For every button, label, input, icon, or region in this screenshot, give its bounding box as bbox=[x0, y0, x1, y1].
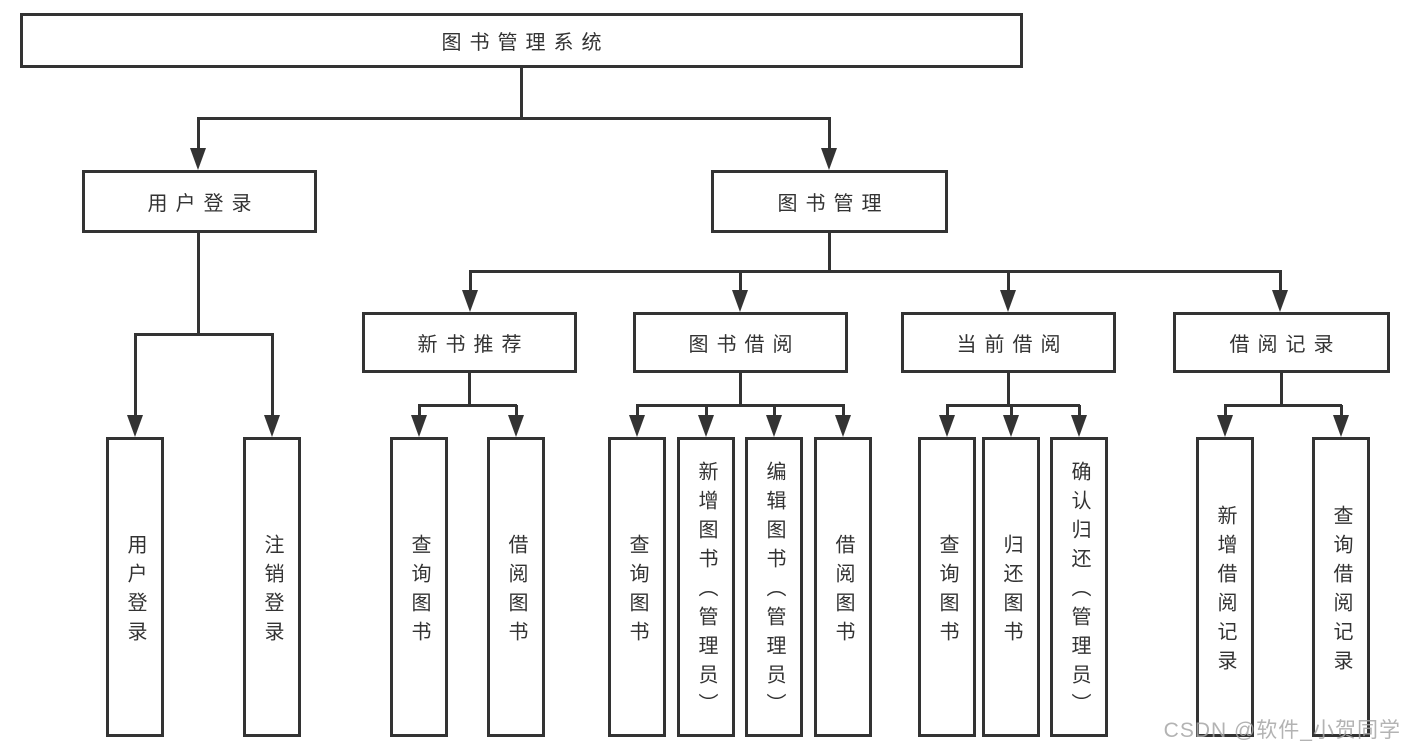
connector-horizontal-line bbox=[469, 270, 1282, 273]
connector-arrow-shaft bbox=[1278, 271, 1282, 294]
connector-vertical-line bbox=[468, 373, 471, 407]
arrowhead-down-icon bbox=[127, 415, 143, 437]
connector-arrow-shaft bbox=[945, 405, 949, 419]
connector-vertical-line bbox=[1007, 373, 1010, 407]
connector-arrow-shaft bbox=[841, 405, 845, 419]
leaf-add-book-admin: 新增图书（管理员） bbox=[677, 437, 735, 737]
leaf-query-books: 查询图书 bbox=[608, 437, 666, 737]
leaf-edit-book-admin: 编辑图书（管理员） bbox=[745, 437, 803, 737]
connector-vertical-line bbox=[520, 68, 523, 120]
arrowhead-down-icon bbox=[698, 415, 714, 437]
arrowhead-down-icon bbox=[629, 415, 645, 437]
connector-arrow-shaft bbox=[417, 405, 421, 419]
connector-vertical-line bbox=[196, 233, 200, 336]
arrowhead-down-icon bbox=[939, 415, 955, 437]
connector-horizontal-line bbox=[134, 333, 274, 336]
leaf-return-book: 归还图书 bbox=[982, 437, 1040, 737]
arrowhead-down-icon bbox=[508, 415, 524, 437]
arrowhead-down-icon bbox=[411, 415, 427, 437]
node-new-book-recommendation: 新书推荐 bbox=[362, 312, 577, 373]
connector-horizontal-line bbox=[418, 404, 517, 407]
connector-horizontal-line bbox=[636, 404, 845, 407]
connector-arrow-shaft bbox=[1009, 405, 1013, 419]
connector-arrow-shaft bbox=[133, 334, 137, 419]
leaf-borrow-books: 借阅图书 bbox=[487, 437, 545, 737]
leaf-confirm-return-admin: 确认归还（管理员） bbox=[1050, 437, 1108, 737]
node-library-management-system: 图书管理系统 bbox=[20, 13, 1023, 68]
leaf-user-login: 用户登录 bbox=[106, 437, 164, 737]
arrowhead-down-icon bbox=[1071, 415, 1087, 437]
connector-vertical-line bbox=[828, 233, 831, 273]
arrowhead-down-icon bbox=[732, 290, 748, 312]
connector-arrow-shaft bbox=[704, 405, 708, 419]
connector-arrow-shaft bbox=[1006, 271, 1010, 294]
arrowhead-down-icon bbox=[821, 148, 837, 170]
node-borrowing-records: 借阅记录 bbox=[1173, 312, 1390, 373]
arrowhead-down-icon bbox=[264, 415, 280, 437]
connector-arrow-shaft bbox=[1223, 405, 1227, 419]
arrowhead-down-icon bbox=[1003, 415, 1019, 437]
leaf-query-books: 查询图书 bbox=[918, 437, 976, 737]
node-book-borrowing: 图书借阅 bbox=[633, 312, 848, 373]
leaf-borrow-books: 借阅图书 bbox=[814, 437, 872, 737]
arrowhead-down-icon bbox=[1333, 415, 1349, 437]
watermark: CSDN @软件_小贺同学 bbox=[1163, 719, 1401, 742]
connector-arrow-shaft bbox=[738, 271, 742, 294]
node-user-login: 用户登录 bbox=[82, 170, 317, 233]
arrowhead-down-icon bbox=[1217, 415, 1233, 437]
leaf-logout: 注销登录 bbox=[243, 437, 301, 737]
leaf-add-borrow-record: 新增借阅记录 bbox=[1196, 437, 1254, 737]
connector-arrow-shaft bbox=[196, 118, 200, 152]
leaf-query-borrow-record: 查询借阅记录 bbox=[1312, 437, 1370, 737]
arrowhead-down-icon bbox=[1000, 290, 1016, 312]
arrowhead-down-icon bbox=[462, 290, 478, 312]
connector-horizontal-line bbox=[1224, 404, 1342, 407]
connector-horizontal-line bbox=[946, 404, 1080, 407]
connector-arrow-shaft bbox=[827, 118, 831, 152]
leaf-query-books: 查询图书 bbox=[390, 437, 448, 737]
connector-arrow-shaft bbox=[468, 271, 472, 294]
connector-vertical-line bbox=[1280, 373, 1283, 407]
connector-arrow-shaft bbox=[514, 405, 518, 419]
connector-arrow-shaft bbox=[1077, 405, 1081, 419]
connector-arrow-shaft bbox=[635, 405, 639, 419]
arrowhead-down-icon bbox=[190, 148, 206, 170]
arrowhead-down-icon bbox=[835, 415, 851, 437]
connector-vertical-line bbox=[739, 373, 742, 407]
arrowhead-down-icon bbox=[766, 415, 782, 437]
connector-arrow-shaft bbox=[1339, 405, 1343, 419]
arrowhead-down-icon bbox=[1272, 290, 1288, 312]
connector-arrow-shaft bbox=[270, 334, 274, 419]
connector-arrow-shaft bbox=[772, 405, 776, 419]
node-current-borrowing: 当前借阅 bbox=[901, 312, 1116, 373]
node-book-management: 图书管理 bbox=[711, 170, 948, 233]
connector-horizontal-line bbox=[197, 117, 831, 120]
